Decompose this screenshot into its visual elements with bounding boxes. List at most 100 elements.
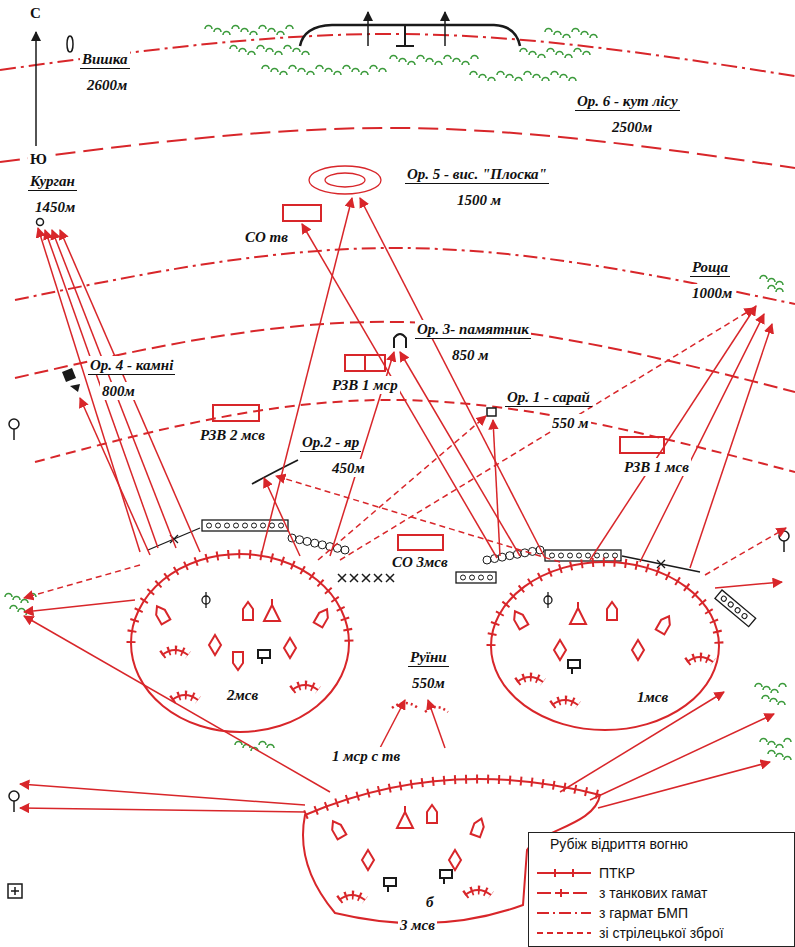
bush-mark xyxy=(444,56,451,60)
bush-mark xyxy=(760,739,767,742)
map-label: 1000м xyxy=(690,284,734,302)
fire-arrow xyxy=(24,600,135,612)
bush-mark xyxy=(497,72,504,76)
observation-device xyxy=(440,870,452,878)
fire-arrow xyxy=(60,230,200,552)
minefield xyxy=(456,572,496,583)
bush-mark xyxy=(545,29,552,32)
mine xyxy=(243,523,248,528)
bush-mark xyxy=(768,286,775,289)
commander-symbol xyxy=(570,602,586,624)
vehicle-symbol xyxy=(511,609,529,630)
wire-coil xyxy=(491,555,499,563)
wire-coil xyxy=(341,546,349,554)
observation-device xyxy=(571,668,573,674)
minefield xyxy=(202,520,288,531)
fire-arrow xyxy=(598,762,770,808)
bush-mark xyxy=(569,78,576,81)
unit-label: 1мсв xyxy=(635,688,670,706)
fire-boundary xyxy=(0,34,795,76)
bush-mark xyxy=(235,742,242,746)
weapon-symbol xyxy=(547,592,548,608)
position-rect xyxy=(345,355,365,371)
mine xyxy=(225,523,230,528)
bush-mark xyxy=(284,46,291,49)
squad-symbol xyxy=(554,640,566,660)
map-label: Курган xyxy=(28,172,77,191)
anti-tank-obstacle xyxy=(362,574,370,582)
medical-post xyxy=(8,884,22,898)
mine xyxy=(234,523,239,528)
map-label: 850 м xyxy=(450,346,491,364)
trench xyxy=(162,650,188,655)
trench-line xyxy=(131,554,349,643)
unit-label: 1 мср с тв xyxy=(330,747,402,765)
bush-mark xyxy=(572,29,579,32)
legend-line xyxy=(537,932,591,934)
legend-sample xyxy=(537,907,593,919)
legend-text: з гармат БМП xyxy=(599,903,688,923)
trench xyxy=(687,657,713,662)
map-label: 450м xyxy=(330,459,367,477)
map-label: СО тв xyxy=(243,228,290,246)
squad-symbol xyxy=(632,640,644,660)
commander-symbol xyxy=(397,806,413,828)
mine xyxy=(577,553,582,558)
mine xyxy=(727,601,734,608)
mine xyxy=(216,523,221,528)
legend-text: ПТКР xyxy=(599,863,635,883)
trench xyxy=(172,695,198,700)
bush-mark xyxy=(289,66,296,70)
wire-fence xyxy=(657,560,665,568)
trench xyxy=(172,695,198,700)
bush-mark xyxy=(583,52,590,55)
wire-coil xyxy=(483,556,491,564)
minefield xyxy=(715,590,756,627)
legend-sample xyxy=(537,927,593,939)
bush-mark xyxy=(760,276,767,280)
observation-device xyxy=(568,660,580,668)
ruins-symbol xyxy=(392,703,448,712)
observation-device xyxy=(258,650,270,658)
legend-sample xyxy=(537,887,593,899)
fire-arrow xyxy=(640,314,764,562)
vehicle-symbol xyxy=(656,614,674,635)
compass-letter: С xyxy=(28,4,43,22)
trench xyxy=(162,650,188,655)
tower-symbol xyxy=(67,36,73,52)
legend-tick xyxy=(555,869,573,877)
map-label: 1500 м xyxy=(455,191,503,209)
minefield xyxy=(545,550,621,561)
map-label: 3 мсв xyxy=(398,916,437,934)
mine xyxy=(252,523,257,528)
bush-mark xyxy=(488,78,495,81)
mine xyxy=(461,575,466,580)
mine xyxy=(586,553,591,558)
bush-mark xyxy=(565,55,572,58)
hill-contour xyxy=(325,173,365,187)
trench xyxy=(339,895,365,900)
mine xyxy=(613,553,618,558)
map-label: РЗВ 2 мсв xyxy=(198,426,267,444)
bush-mark xyxy=(551,72,558,76)
bush-mark xyxy=(435,62,442,65)
trench xyxy=(465,890,491,895)
wire-coil xyxy=(311,539,319,547)
bush-mark xyxy=(581,32,588,36)
fire-arrow xyxy=(80,398,150,555)
map-label: 800м xyxy=(100,382,137,400)
bush-mark xyxy=(776,289,783,293)
bush-mark xyxy=(520,49,527,53)
bush-mark xyxy=(259,742,266,746)
squad-symbol xyxy=(284,638,296,658)
bush-mark xyxy=(506,75,513,79)
squad-symbol xyxy=(449,850,461,870)
anti-tank-obstacle xyxy=(350,574,358,582)
legend-text: з танкових гамат xyxy=(599,883,707,903)
bush-mark xyxy=(5,594,12,597)
fire-arrow xyxy=(276,476,560,562)
tree-symbol xyxy=(783,541,785,552)
bush-mark xyxy=(547,49,554,53)
wire-coil xyxy=(296,536,304,544)
bush-mark xyxy=(214,29,221,32)
